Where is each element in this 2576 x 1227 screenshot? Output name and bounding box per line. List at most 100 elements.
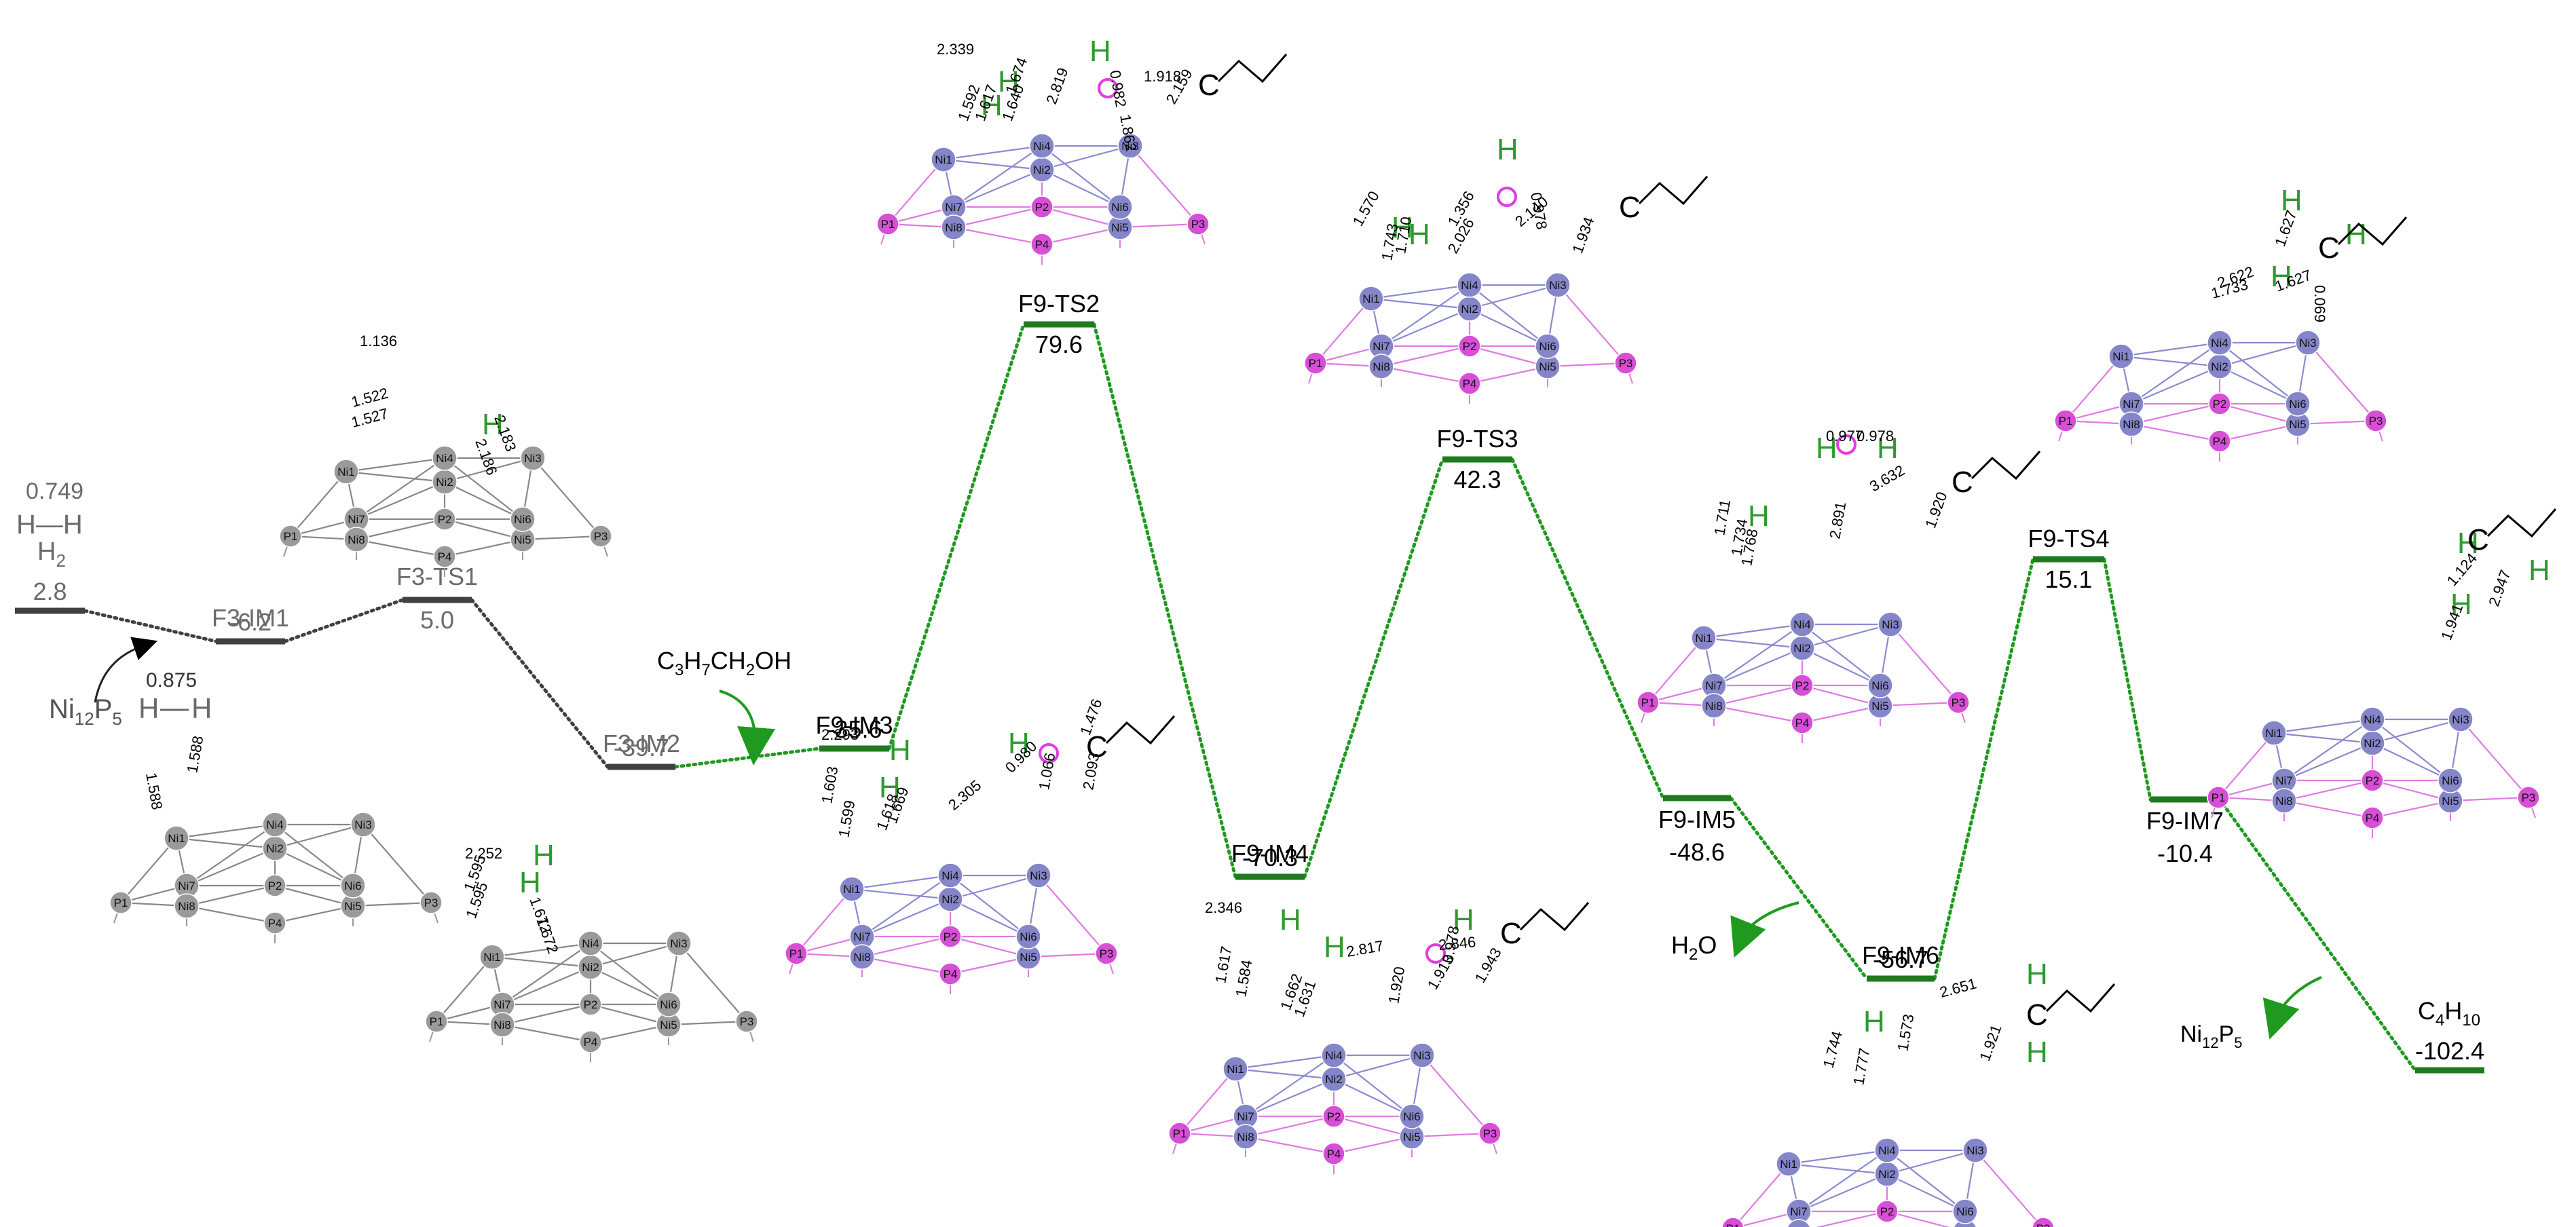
bond-length: 1.588	[183, 734, 206, 774]
nickel-atom	[1874, 1137, 1900, 1163]
cluster-bond	[2307, 342, 2376, 421]
cluster-bond	[1333, 1078, 1413, 1117]
cluster-bond	[1798, 1150, 1888, 1212]
hydrogen-atom: H	[1280, 903, 1301, 937]
nickel-atom	[2207, 330, 2233, 356]
atom-label: Ni1	[1695, 632, 1713, 645]
nickel-atom	[1368, 354, 1394, 379]
cluster-bond	[851, 874, 951, 890]
phosphorus-atom	[433, 545, 456, 568]
cluster-bond	[1119, 223, 1199, 229]
alkyl-chain	[1638, 176, 1709, 206]
cluster-bond	[1381, 345, 1470, 368]
atom-label: Ni8	[853, 951, 871, 964]
atom-label: Ni4	[266, 818, 284, 831]
cluster-bond	[1802, 623, 1891, 649]
atom-label: Ni6	[344, 880, 362, 892]
cluster-bond	[444, 457, 523, 520]
bond-length: 1.599	[835, 799, 858, 839]
cluster-bond	[796, 888, 853, 954]
nickel-atom	[343, 527, 369, 552]
cluster-bond	[1041, 169, 1121, 208]
atom-label: Ni2	[1461, 303, 1478, 316]
bond-length: 2.346	[1205, 899, 1242, 916]
phosphorus-atom	[1721, 1217, 1744, 1227]
water-formula: H2O	[1671, 931, 1717, 964]
cluster-bond	[861, 875, 951, 937]
path-connector	[1933, 557, 2035, 981]
level-energy: -6.2	[229, 608, 272, 636]
cluster-bond	[590, 942, 679, 968]
cluster-bond	[1733, 1163, 1789, 1227]
atom-label: Ni7	[945, 201, 963, 214]
phosphorus-atom	[1168, 1122, 1191, 1145]
cluster-bond	[2372, 779, 2451, 802]
atom-label: Ni5	[344, 900, 362, 913]
nickel-atom	[2438, 768, 2463, 793]
atom-label: Ni5	[1403, 1131, 1421, 1144]
bond-length: 2.339	[937, 41, 974, 58]
bond-length: 3.632	[1867, 461, 1907, 495]
atom-label: P1	[1309, 357, 1323, 370]
nickel-atom	[510, 506, 536, 532]
phosphorus-atom	[2364, 409, 2387, 432]
bond-length: 2.651	[1938, 975, 1979, 1000]
atom-label: Ni7	[853, 930, 871, 943]
cluster-bond	[274, 824, 354, 886]
cluster-bond	[953, 226, 1043, 246]
atom-label: Ni7	[1237, 1110, 1254, 1123]
phosphorus-atom	[2032, 1217, 2055, 1227]
level-name: F9-IM6	[1862, 941, 1939, 969]
level-name: F9-TS3	[1436, 425, 1518, 453]
phosphorus-atom	[785, 942, 808, 965]
hydrogen-atom: H	[1453, 903, 1474, 937]
atom-label: P3	[2036, 1222, 2051, 1227]
phosphorus-atom	[1791, 711, 1814, 734]
cluster-bond	[2219, 341, 2309, 368]
cluster-bond	[1802, 647, 1881, 686]
bond-length: 0.069	[2311, 285, 2328, 322]
oxygen-atom	[1497, 187, 1517, 207]
cluster-bond	[2283, 799, 2373, 819]
bond-length: 1.921	[1976, 1022, 2004, 1063]
ni12p5-label: Ni12P5	[49, 694, 122, 729]
level-energy: -10.4	[2157, 839, 2213, 867]
cluster-bond	[1381, 307, 1470, 347]
cluster-bond	[502, 1003, 591, 1026]
cluster-bond	[2283, 719, 2373, 781]
hydrogen-atom: H	[879, 771, 901, 804]
cluster-bond	[1886, 1173, 1966, 1212]
atom-label: Ni8	[1237, 1131, 1254, 1144]
cluster-bond	[176, 823, 276, 839]
level-energy: 79.6	[1035, 331, 1083, 358]
atom-label: Ni4	[1461, 279, 1478, 292]
cluster-bond	[2372, 742, 2451, 781]
atom-label: Ni8	[178, 900, 195, 913]
butane-label: C4H10	[2418, 997, 2480, 1030]
cluster-bond	[522, 535, 601, 541]
cluster-f9ts3: Ni1Ni2Ni3Ni4Ni5Ni6Ni7Ni8P1P2P3P4HHHC1.57…	[1304, 133, 1709, 404]
cluster-bond	[1469, 365, 1548, 385]
nickel-atom	[1878, 611, 1903, 637]
nickel-atom	[2295, 330, 2321, 356]
cluster-bond	[346, 457, 445, 473]
level-name: F9-IM3	[815, 711, 893, 739]
bond-length: 1.066	[1035, 751, 1058, 791]
atom-label: P2	[1327, 1110, 1341, 1123]
bond-length: 1.941	[2438, 601, 2466, 642]
cluster-bond	[120, 837, 177, 903]
hydrogen-atom: H	[2450, 588, 2472, 621]
hydrogen-atom: H	[998, 65, 1020, 98]
nickel-atom	[479, 944, 505, 970]
cluster-bond	[950, 874, 1039, 901]
phosphorus-atom	[2208, 392, 2231, 415]
cluster-bond	[532, 457, 601, 537]
nickel-atom	[1776, 1151, 1802, 1177]
nickel-atom	[1545, 272, 1571, 298]
cluster-bond	[2372, 718, 2461, 744]
cluster-bond	[186, 824, 276, 886]
hydrogen-atom: H	[2026, 958, 2048, 991]
cluster-bond	[1333, 1054, 1423, 1080]
